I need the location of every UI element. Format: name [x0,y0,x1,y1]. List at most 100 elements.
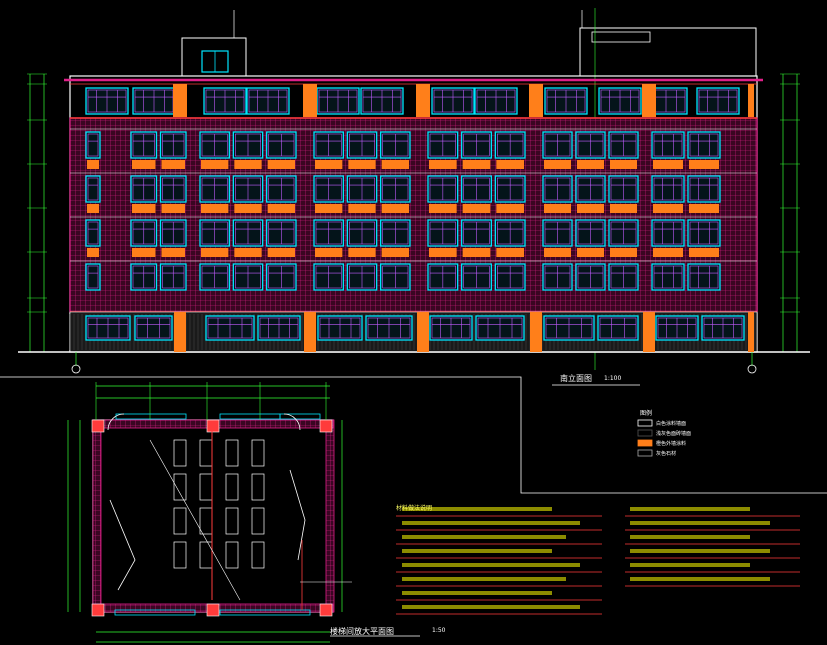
plan-column [319,603,333,617]
window [85,131,101,159]
notes-text-line [402,563,580,567]
legend-title: 图例 [640,410,653,417]
stair-tread [173,541,187,569]
plan-window [114,609,196,616]
stair-tread [251,507,265,535]
orange-pilaster [416,84,430,117]
orange-spandrel [234,248,262,257]
orange-spandrel [381,248,409,257]
window [85,175,101,203]
window [687,219,721,247]
plan-wall [325,419,335,613]
stair-tread [199,439,213,467]
window-frame [87,133,99,157]
orange-spandrel [201,204,229,213]
stair-arrow [109,499,136,591]
stair-tread [251,541,265,569]
stair-tread [225,541,239,569]
sheet-frame-line [0,376,827,494]
notes-text-line [402,605,580,609]
stair-tread [225,439,239,467]
stair-tread [251,439,265,467]
orange-spandrel [87,204,99,213]
orange-spandrel [496,204,524,213]
legend-swatch [637,429,653,437]
orange-spandrel [87,160,99,169]
window-frame [689,265,719,289]
roof-stair-tower [181,37,247,77]
window-frame [599,317,637,339]
plan-column [206,603,220,617]
window [85,263,101,291]
orange-spandrel [161,204,185,213]
stair-tread [173,439,187,467]
orange-pilaster [303,84,317,117]
window [134,315,173,341]
stair-tread [199,541,213,569]
window [651,219,685,247]
plan-title: 楼梯间放大平面图 [330,627,394,636]
notes-text-line [402,591,552,595]
window-frame [653,177,683,201]
orange-pilaster [748,84,754,117]
orange-spandrel [653,248,683,257]
axis-bubble [71,364,81,374]
plan-window [115,413,187,420]
axis-bubble [747,364,757,374]
window [687,263,721,291]
orange-spandrel [610,248,637,257]
door-swing [283,413,301,431]
plan-column [91,419,105,433]
plan-column [91,603,105,617]
orange-spandrel [544,248,571,257]
orange-spandrel [462,248,491,257]
stair-tread [251,473,265,501]
plan-window [219,413,281,420]
orange-pilaster [529,84,543,117]
stair-tread [225,507,239,535]
orange-pilaster [174,312,186,352]
orange-pilaster [748,312,754,352]
window-frame [87,221,99,245]
elevation-title: 南立面图 [560,374,592,383]
window-frame [87,177,99,201]
stair-enlarged-plan-drawing [67,382,420,643]
stair-break-line [149,439,241,601]
plan-window [219,609,311,616]
orange-spandrel [496,248,524,257]
orange-spandrel [381,160,409,169]
orange-spandrel [577,204,604,213]
notes-text-line [630,549,770,553]
orange-spandrel [653,204,683,213]
orange-spandrel [267,204,295,213]
legend-swatch [637,419,653,427]
orange-spandrel [496,160,524,169]
legend-swatch [637,449,653,457]
orange-spandrel [234,160,262,169]
window [651,263,685,291]
orange-spandrel [429,204,457,213]
orange-spandrel [315,248,343,257]
orange-spandrel [689,204,719,213]
window-frame [653,265,683,289]
orange-spandrel [87,248,99,257]
orange-spandrel [267,160,295,169]
orange-spandrel [653,160,683,169]
notes-text-line [402,549,552,553]
notes-text-line [630,521,770,525]
roof-machine-room [579,27,757,77]
stair-tread [225,473,239,501]
notes-text-line [630,535,750,539]
orange-spandrel [201,248,229,257]
legend-item-orange-paint: 橙色外墙涂料 [656,441,687,447]
orange-pilaster [304,312,316,352]
orange-spandrel [610,160,637,169]
plan-wall [92,419,102,613]
window [687,175,721,203]
orange-spandrel [201,160,229,169]
notes-text-line [630,563,750,567]
window [651,131,685,159]
notes-text-line [630,507,750,511]
legend-swatch [637,439,653,447]
legend-item-white-wall: 白色涂料墙面 [656,421,687,427]
